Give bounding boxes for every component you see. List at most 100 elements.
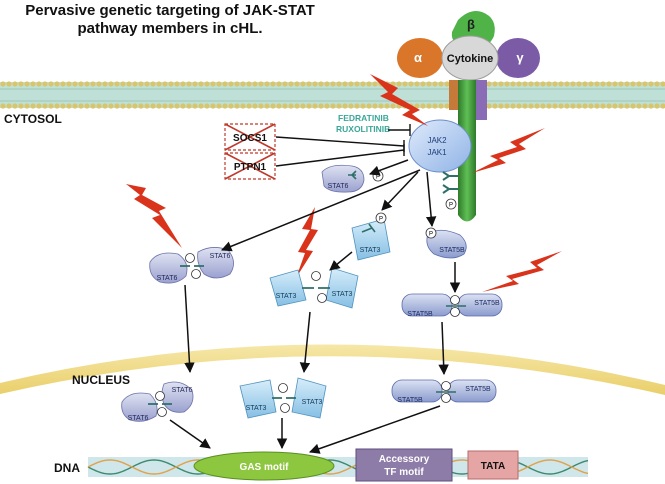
stat5b-phospho-1: P — [429, 232, 433, 238]
lipid-head — [642, 103, 648, 109]
lipid-head — [252, 103, 258, 109]
lipid-head — [234, 81, 240, 87]
stat5b-dimer-cytosol: STAT5B STAT5B — [401, 293, 503, 318]
lipid-head — [444, 81, 450, 87]
stat5b-monomer: STAT5B P — [425, 227, 467, 259]
dna-label: DNA — [54, 461, 80, 475]
lipid-head — [522, 103, 528, 109]
lipid-head — [558, 103, 564, 109]
lipid-head — [36, 103, 42, 109]
lipid-head — [426, 81, 432, 87]
lipid-head — [348, 103, 354, 109]
bolt-stat5b — [482, 251, 562, 292]
lipid-head — [168, 81, 174, 87]
lipid-head — [594, 103, 600, 109]
lipid-head — [486, 81, 492, 87]
lipid-head — [66, 81, 72, 87]
stat3-label-1: STAT3 — [360, 247, 381, 254]
lipid-head — [72, 103, 78, 109]
lipid-head — [210, 103, 216, 109]
lipid-head — [444, 103, 450, 109]
lipid-head — [156, 81, 162, 87]
lipid-head — [294, 103, 300, 109]
lipid-head — [336, 103, 342, 109]
lipid-head — [252, 81, 258, 87]
lipid-head — [204, 103, 210, 109]
lipid-head — [360, 81, 366, 87]
stat3-label-4: STAT3 — [246, 405, 267, 412]
lipid-head — [84, 81, 90, 87]
lipid-head — [600, 103, 606, 109]
gas-motif-label: GAS motif — [240, 462, 290, 473]
lipid-head — [102, 81, 108, 87]
lipid-head — [654, 81, 660, 87]
lipid-head — [498, 103, 504, 109]
lipid-head — [228, 103, 234, 109]
stat5b-label-2: STAT5B — [407, 311, 433, 318]
lipid-head — [24, 103, 30, 109]
lipid-head — [84, 103, 90, 109]
lipid-head — [30, 81, 36, 87]
lipid-head — [204, 81, 210, 87]
tata-label: TATA — [481, 461, 505, 472]
lipid-head — [546, 103, 552, 109]
lipid-head — [162, 103, 168, 109]
lipid-head — [366, 103, 372, 109]
lipid-head — [282, 103, 288, 109]
ptpn1-label: PTPN1 — [234, 162, 267, 173]
lipid-head — [270, 81, 276, 87]
lipid-head — [510, 103, 516, 109]
lipid-head — [300, 103, 306, 109]
lipid-head — [438, 81, 444, 87]
lipid-head — [318, 81, 324, 87]
lipid-head — [600, 81, 606, 87]
lipid-head — [618, 103, 624, 109]
lipid-head — [114, 81, 120, 87]
pathway-arrows — [169, 159, 461, 454]
receptor-phospho: P — [449, 203, 453, 209]
inhibitor-ptpn1: PTPN1 — [224, 152, 276, 180]
lipid-head — [222, 81, 228, 87]
inhibitor-socs1: SOCS1 — [224, 123, 276, 151]
lipid-head — [348, 81, 354, 87]
lipid-head — [144, 103, 150, 109]
lipid-head — [324, 81, 330, 87]
lipid-head — [120, 81, 126, 87]
gamma-label: γ — [516, 50, 524, 65]
lipid-head — [6, 81, 12, 87]
diagram-title: Pervasive genetic targeting of JAK-STAT … — [0, 2, 340, 38]
lipid-head — [570, 81, 576, 87]
stat6-dimer-cytosol: STAT6 STAT6 — [149, 247, 234, 284]
stat3-label-2: STAT3 — [276, 293, 297, 300]
lipid-head — [150, 81, 156, 87]
lipid-head — [126, 81, 132, 87]
lipid-head — [648, 103, 654, 109]
lipid-head — [564, 81, 570, 87]
lipid-head — [54, 103, 60, 109]
lipid-head — [570, 103, 576, 109]
gas-motif — [193, 451, 335, 481]
lipid-head — [396, 81, 402, 87]
lipid-head — [528, 81, 534, 87]
accessory-label-2: TF motif — [384, 467, 424, 478]
lipid-head — [432, 81, 438, 87]
lipid-head — [126, 103, 132, 109]
lipid-head — [522, 81, 528, 87]
lightning-bolts — [126, 74, 562, 292]
stat5b-label-3: STAT5B — [474, 300, 500, 307]
lipid-head — [132, 81, 138, 87]
lipid-head — [510, 81, 516, 87]
lipid-head — [66, 103, 72, 109]
lipid-head — [276, 81, 282, 87]
lipid-head — [354, 103, 360, 109]
lipid-head — [276, 103, 282, 109]
lipid-head — [648, 81, 654, 87]
lipid-head — [120, 103, 126, 109]
bolt-receptor — [472, 128, 545, 173]
lipid-head — [426, 103, 432, 109]
lipid-head — [624, 103, 630, 109]
lipid-head — [108, 81, 114, 87]
lipid-head — [342, 81, 348, 87]
lipid-head — [198, 103, 204, 109]
stat3-dimer-nucleus: STAT3 STAT3 — [239, 377, 327, 419]
